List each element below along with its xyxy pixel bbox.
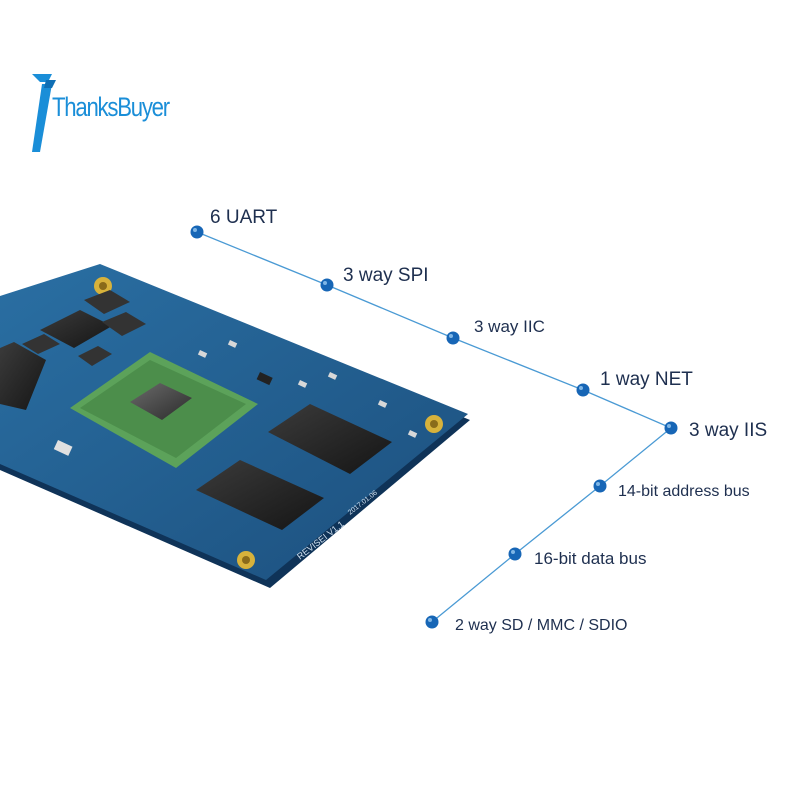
feature-label-data-bus: 16-bit data bus <box>534 549 647 568</box>
callout-dot-highlight <box>596 482 600 486</box>
brand-name: ThanksBuyer <box>52 92 170 122</box>
callout-line-lower <box>431 427 672 623</box>
feature-label-address-bus: 14-bit address bus <box>618 483 750 500</box>
callout-dot <box>320 278 334 292</box>
feature-label-iis: 3 way IIS <box>689 420 768 441</box>
callout-line-upper <box>196 231 672 429</box>
callout-dot <box>190 225 204 239</box>
feature-label-sd-mmc-sdio: 2 way SD / MMC / SDIO <box>455 617 628 634</box>
feature-label-spi: 3 way SPI <box>343 265 429 286</box>
callout-dot-highlight <box>428 618 432 622</box>
ram-chip <box>196 460 324 530</box>
callout-dot-highlight <box>449 334 453 338</box>
callout-dot-highlight <box>323 281 327 285</box>
callout-dot <box>425 615 439 629</box>
callout-dot <box>593 479 607 493</box>
callout-dot <box>576 383 590 397</box>
callout-dot <box>446 331 460 345</box>
thanksbuyer-logo-icon <box>32 74 56 152</box>
callout-dot <box>508 547 522 561</box>
feature-label-net: 1 way NET <box>600 369 693 390</box>
ram-chip <box>268 404 392 474</box>
callout-dot-highlight <box>667 424 671 428</box>
callout-dot-highlight <box>193 228 197 232</box>
callout-dot <box>664 421 678 435</box>
feature-label-iic: 3 way IIC <box>474 317 545 336</box>
feature-label-uart: 6 UART <box>210 207 278 228</box>
callout-dot-highlight <box>511 550 515 554</box>
callout-dot-highlight <box>579 386 583 390</box>
